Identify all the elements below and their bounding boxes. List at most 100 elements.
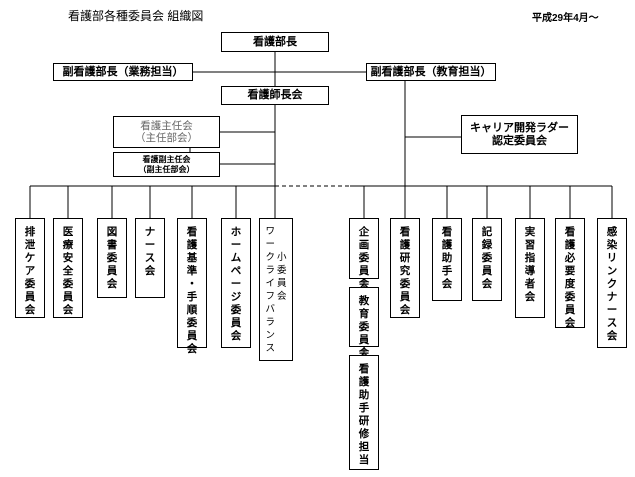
- committee-char: ラ: [265, 317, 275, 328]
- committee-char: ー: [230, 278, 242, 290]
- committee-char: 研: [358, 415, 370, 427]
- committee-char: バ: [265, 304, 275, 315]
- committee-char: 泄: [24, 239, 36, 251]
- committee-char: 委: [399, 278, 411, 290]
- committee-infection-link-nurses: 感染リンクナース会: [597, 218, 627, 348]
- chief-nurses-sublabel: （主任部会）: [135, 132, 198, 144]
- committee-char: 究: [399, 265, 411, 277]
- committee-char: ー: [606, 304, 618, 316]
- committee-char: 助: [441, 252, 453, 264]
- director-box: 看護部長: [221, 32, 329, 52]
- committee-char: 育: [358, 308, 370, 320]
- committee-nursing-research: 看護研究委員会: [390, 218, 420, 318]
- committee-char: 委: [358, 252, 370, 264]
- committee-char: 員: [481, 265, 493, 277]
- committee-char: 手: [441, 265, 453, 277]
- committee-char: 員: [277, 278, 287, 289]
- committee-char: 委: [230, 304, 242, 316]
- committee-char: 安: [62, 252, 74, 264]
- chart-title: 看護部各種委員会 組織図: [68, 9, 204, 23]
- committee-char: ス: [265, 343, 275, 354]
- committee-char: 順: [186, 304, 198, 316]
- committee-work-life-balance: ワークライフバランス 小委員会: [259, 218, 293, 361]
- committee-medical-safety: 医療安全委員会: [53, 218, 83, 318]
- committee-char: 指: [524, 252, 536, 264]
- committee-char: 全: [62, 265, 74, 277]
- committee-char: 員: [358, 334, 370, 346]
- committee-char: 小: [277, 252, 287, 263]
- committee-char: 会: [441, 278, 453, 290]
- committee-char: 員: [24, 291, 36, 303]
- committee-char: 会: [106, 278, 118, 290]
- subchief-nurses-box: 看護副主任会 （副主任部会）: [113, 152, 220, 177]
- committee-planning: 企画委員会: [349, 218, 379, 290]
- committee-char: 書: [106, 239, 118, 251]
- committee-char: 染: [606, 239, 618, 251]
- committee-char: 企: [358, 226, 370, 238]
- committee-homepage: ホームページ委員会: [221, 218, 251, 348]
- committee-char: 護: [441, 239, 453, 251]
- committee-char: 教: [358, 295, 370, 307]
- wlb-column-1: ワークライフバランス: [265, 225, 275, 355]
- deputy-operations-box: 副看護部長（業務担当）: [53, 63, 193, 81]
- committee-char: 会: [481, 278, 493, 290]
- committee-char: 看: [186, 226, 198, 238]
- committee-char: 会: [24, 304, 36, 316]
- career-ladder-sublabel: 認定委員会: [492, 134, 547, 147]
- committee-char: 員: [230, 317, 242, 329]
- committee-char: 図: [106, 226, 118, 238]
- committee-records: 記録委員会: [472, 218, 502, 301]
- committee-char: ク: [265, 252, 275, 263]
- committee-char: 看: [564, 226, 576, 238]
- committee-char: 感: [606, 226, 618, 238]
- committee-char: ス: [144, 252, 156, 264]
- committee-char: 会: [358, 278, 370, 290]
- committee-char: ア: [24, 265, 36, 277]
- committee-char: 研: [399, 252, 411, 264]
- committee-char: 画: [358, 239, 370, 251]
- committee-char: ・: [186, 278, 198, 290]
- committee-char: 員: [106, 265, 118, 277]
- committee-char: 会: [277, 291, 287, 302]
- committee-char: 委: [106, 252, 118, 264]
- committee-char: 排: [24, 226, 36, 238]
- committee-char: 護: [358, 376, 370, 388]
- committee-char: ケ: [24, 252, 36, 264]
- committee-nursing-assistants: 看護助手会: [432, 218, 462, 301]
- committee-char: 医: [62, 226, 74, 238]
- committee-char: 会: [606, 330, 618, 342]
- committee-char: 員: [564, 304, 576, 316]
- committee-char: 会: [230, 330, 242, 342]
- committee-char: 助: [358, 389, 370, 401]
- committee-practicum-instructors: 実習指導者会: [515, 218, 545, 318]
- committee-char: 会: [186, 343, 198, 355]
- career-ladder-label: キャリア開発ラダー: [470, 121, 569, 134]
- committee-char: 委: [24, 278, 36, 290]
- committee-char: 委: [277, 265, 287, 276]
- committee-char: 委: [564, 291, 576, 303]
- committee-char: ホ: [230, 226, 242, 238]
- committee-char: ー: [265, 239, 275, 250]
- committee-char: 員: [62, 291, 74, 303]
- committee-char: ム: [230, 252, 242, 264]
- committee-char: フ: [265, 291, 275, 302]
- committee-char: 要: [564, 265, 576, 277]
- committee-char: 導: [524, 265, 536, 277]
- committee-char: 記: [481, 226, 493, 238]
- committee-char: 録: [481, 239, 493, 251]
- committee-char: ン: [265, 330, 275, 341]
- committee-library: 図書委員会: [97, 218, 127, 298]
- committee-char: 護: [186, 239, 198, 251]
- committee-char: 看: [358, 363, 370, 375]
- committee-char: ナ: [606, 291, 618, 303]
- head-nurses-box: 看護師長会: [221, 86, 329, 105]
- committee-char: 看: [399, 226, 411, 238]
- committee-char: 委: [186, 317, 198, 329]
- committee-excretion-care: 排泄ケア委員会: [15, 218, 45, 318]
- committee-education: 教育委員会: [349, 287, 379, 359]
- committee-char: ラ: [265, 265, 275, 276]
- committee-char: 実: [524, 226, 536, 238]
- committee-char: 委: [62, 278, 74, 290]
- chief-nurses-box: 看護主任会 （主任部会）: [113, 116, 220, 148]
